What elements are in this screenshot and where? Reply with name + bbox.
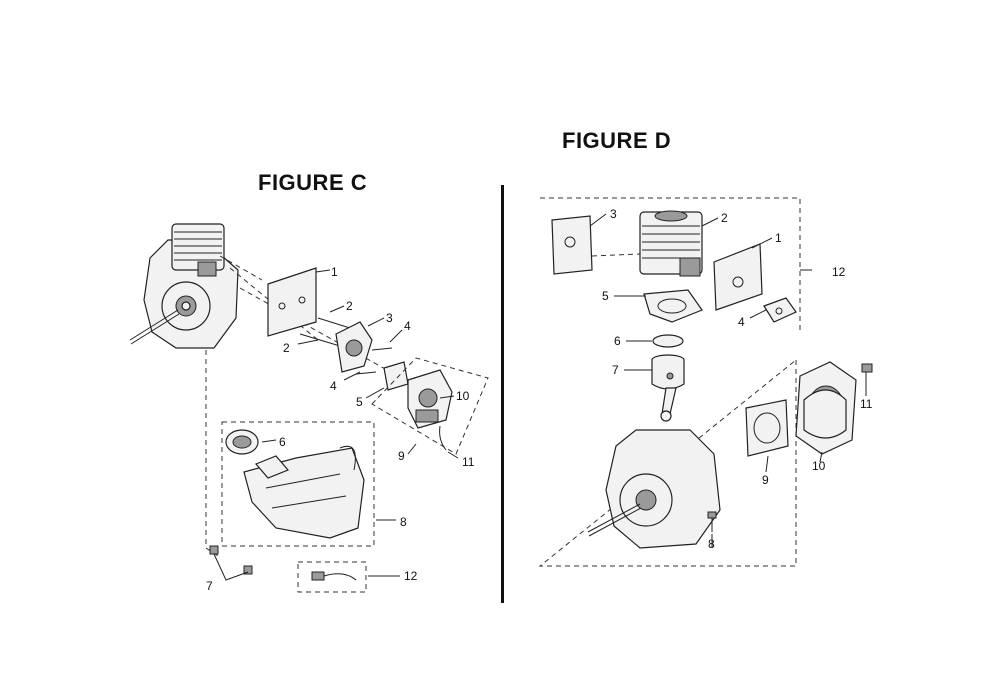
- figure-c-drawing: [129, 223, 489, 593]
- c-callout-11: 11: [462, 455, 475, 469]
- c-screws-4: [355, 347, 393, 375]
- d-callout-3: 3: [610, 207, 617, 221]
- c-callout-8: 8: [400, 515, 407, 529]
- c-callout-2: 2: [346, 299, 353, 313]
- c-gasket-1: [267, 267, 317, 337]
- c-adapter-3: [335, 321, 373, 373]
- d-callout-8: 8: [708, 537, 715, 551]
- c-bolts-2: [299, 317, 351, 347]
- d-cover-10: [795, 361, 857, 455]
- d-screw-8: [707, 511, 717, 532]
- d-callout-12: 12: [832, 265, 846, 279]
- d-gasket-4: [763, 297, 797, 323]
- d-callout-4: 4: [738, 315, 745, 329]
- d-piston-7: [651, 354, 685, 422]
- d-gasket-9: [745, 399, 789, 457]
- d-callout-1: 1: [775, 231, 782, 245]
- c-fuel-tank: [243, 445, 365, 539]
- figure-c-callouts: 1 2 2 3 4 4 5 6 7 8 9 10 11 12: [206, 265, 475, 593]
- figure-d-drawing: [538, 197, 873, 567]
- d-ring-6: [652, 334, 684, 348]
- c-callout-7: 7: [206, 579, 213, 593]
- c-screws-7: [209, 545, 253, 581]
- figure-divider: [501, 185, 504, 603]
- d-callout-5: 5: [602, 289, 609, 303]
- c-callout-6: 6: [279, 435, 286, 449]
- d-gasket-1: [713, 243, 763, 311]
- d-cylinder-2: [639, 210, 703, 277]
- c-callout-4b: 4: [330, 379, 337, 393]
- c-gasket-5: [383, 361, 409, 391]
- c-callout-5: 5: [356, 395, 363, 409]
- c-callout-2b: 2: [283, 341, 290, 355]
- d-callout-2: 2: [721, 211, 728, 225]
- c-callout-10: 10: [456, 389, 470, 403]
- d-callout-6: 6: [614, 334, 621, 348]
- figure-d-callouts: 1 2 3 4 5 6 7 8 9 10 11 12: [602, 207, 873, 551]
- c-callout-12: 12: [404, 569, 418, 583]
- d-screw-11: [861, 363, 873, 390]
- c-callout-3: 3: [386, 311, 393, 325]
- d-callout-7: 7: [612, 363, 619, 377]
- c-fuel-cap: [225, 429, 259, 455]
- d-gasket-5: [643, 289, 703, 323]
- c-carburetor: [407, 369, 453, 451]
- figure-c-title: FIGURE C: [258, 170, 368, 195]
- d-callout-11: 11: [860, 397, 873, 411]
- d-gasket-3: [551, 215, 593, 275]
- c-engine-assembly: [129, 223, 239, 349]
- c-callout-4: 4: [404, 319, 411, 333]
- c-fuel-line: [311, 571, 357, 581]
- d-crankcase: [587, 429, 721, 549]
- d-callout-10: 10: [812, 459, 826, 473]
- figure-d-title: FIGURE D: [562, 128, 672, 153]
- c-callout-1: 1: [331, 265, 338, 279]
- c-callout-9: 9: [398, 449, 405, 463]
- d-callout-9: 9: [762, 473, 769, 487]
